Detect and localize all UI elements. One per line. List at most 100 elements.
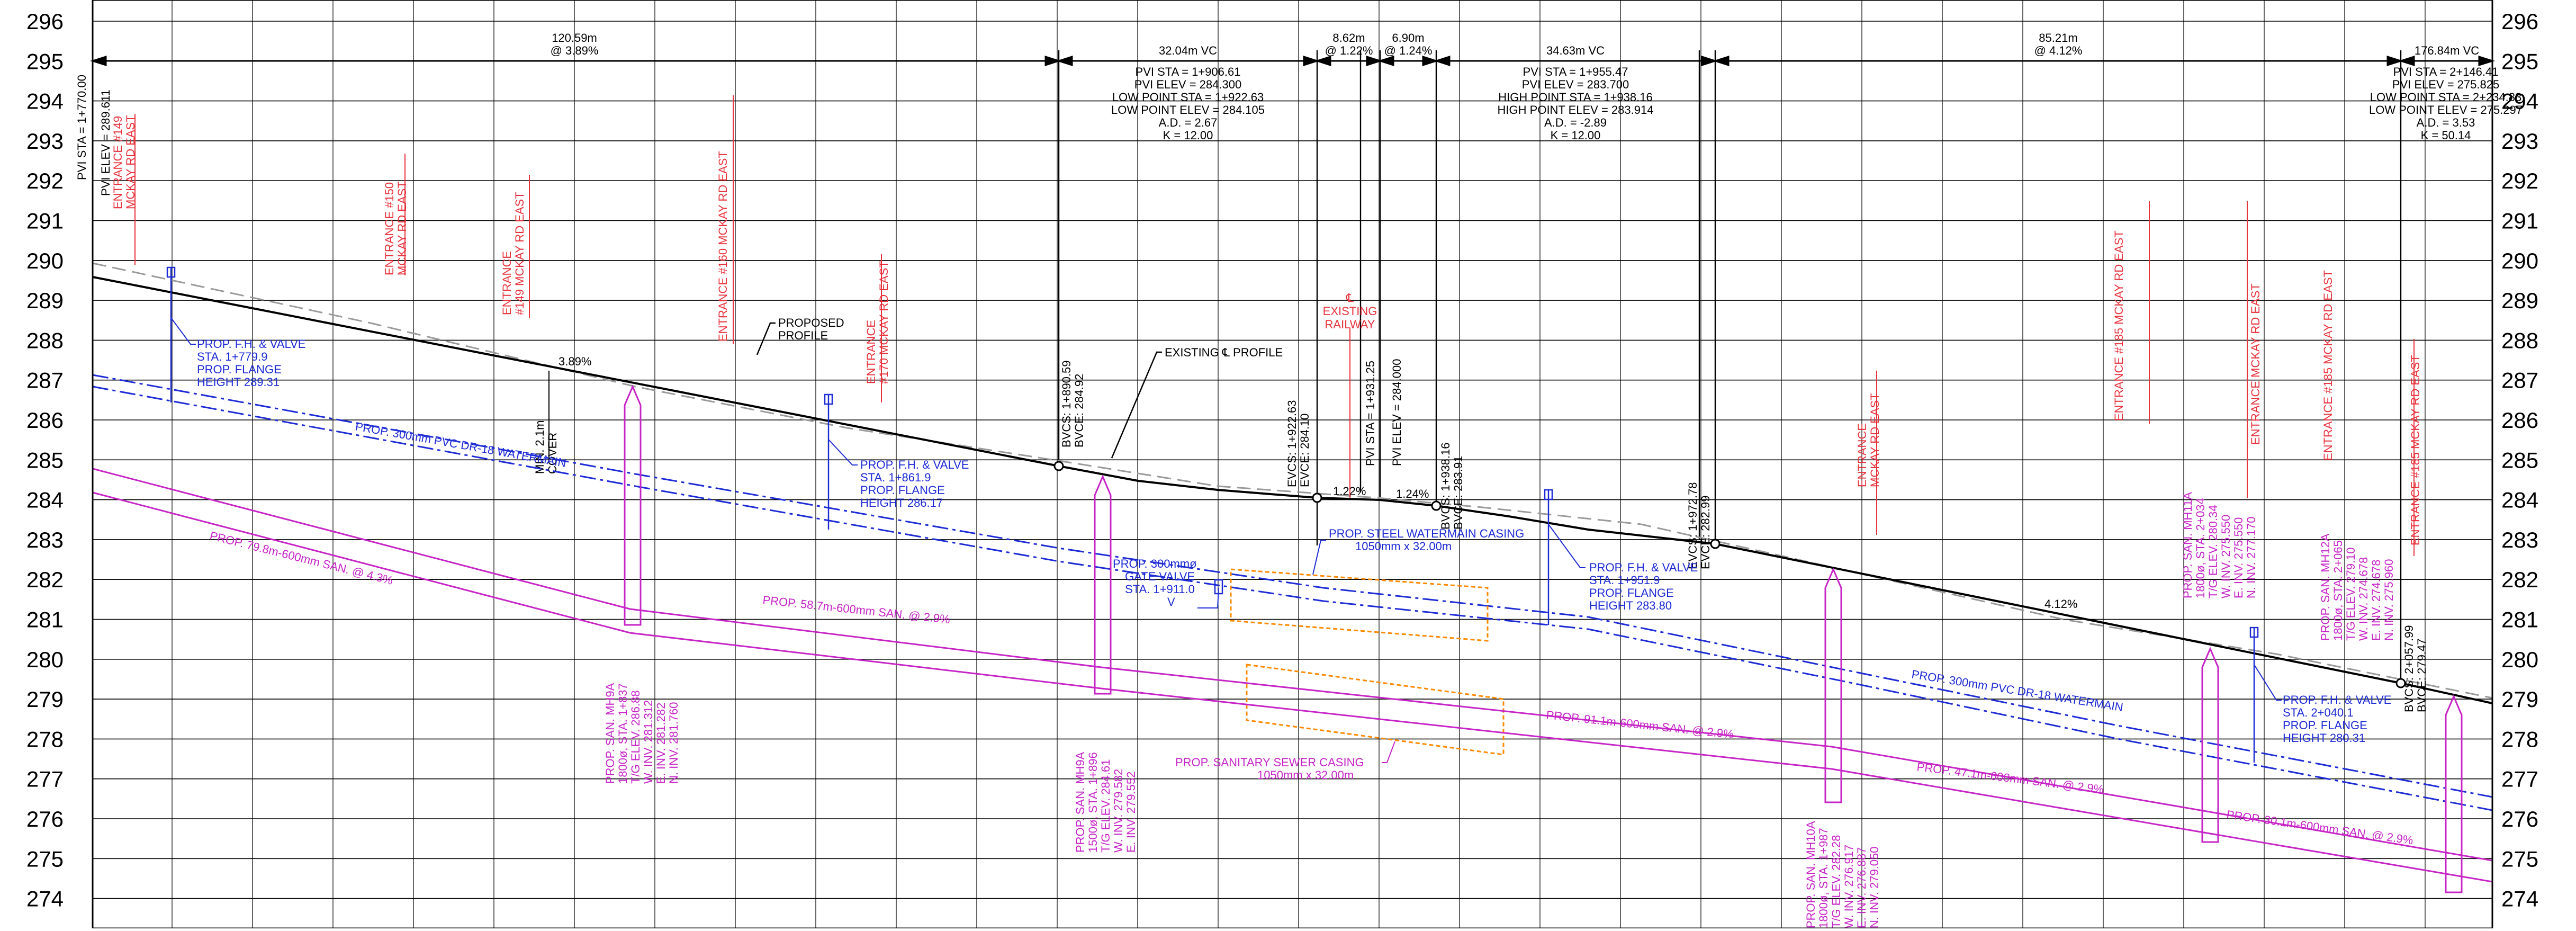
hydrant-label-line: HEIGHT 289.31 [197, 375, 280, 389]
watermain [92, 374, 2493, 811]
elevation-label: 279 [26, 687, 64, 712]
evcs-label: EVCS: 1+922.63 [1285, 400, 1299, 487]
elevation-label: 287 [26, 368, 64, 393]
elevation-labels-left: 2962952942932922912902892882872862852842… [26, 9, 64, 911]
manhole-label-line: N. INV. 277.170 [2245, 516, 2258, 598]
segment-grade: @ 3.89% [551, 44, 599, 57]
manhole-label-line: N. INV. 279.050 [1868, 846, 1881, 928]
curve-data-line: HIGH POINT ELEV = 283.914 [1498, 103, 1654, 117]
elevation-label: 281 [26, 607, 64, 632]
segment-length: 34.63m VC [1546, 44, 1605, 57]
min-cover-label: MIN. 2.1m [533, 420, 546, 474]
manhole-label-line: 1800ø, STA. 2+065 [2331, 540, 2345, 641]
railway-label-line: ℄ [1346, 291, 1354, 305]
hydrant-label-line: HEIGHT 280.31 [2283, 731, 2365, 745]
elevation-label: 277 [2501, 767, 2538, 792]
bvcs-label: BVCS: 2+057.99 [2402, 625, 2416, 712]
entrance-label: ENTRANCE #150 [383, 182, 396, 275]
elevation-label: 279 [2501, 687, 2538, 712]
entrance-label: ENTRANCE #185 MCKAY RD EAST [2321, 270, 2335, 461]
sewer-label: PROP. 91.1m-600mm SAN. @ 2.9% [1545, 708, 1734, 741]
curve-data-line: K = 50.14 [2421, 129, 2471, 142]
elevation-label: 289 [2501, 288, 2538, 313]
elevation-label: 285 [26, 447, 64, 472]
gate-valve-label: PROP. 300mmø [1113, 557, 1197, 570]
elevation-label: 290 [2501, 248, 2538, 273]
curve-data-3: PVI STA = 2+146.41 PVI ELEV = 275.825 LO… [2369, 65, 2523, 142]
curve-data-line: LOW POINT ELEV = 275.297 [2369, 103, 2523, 117]
entrance-label: MCKAY RD EAST [395, 181, 409, 275]
manhole-label-line: N. INV. 281.760 [667, 702, 680, 784]
proposed-profile-label: PROPOSED [778, 316, 844, 329]
elevation-label: 293 [26, 129, 64, 154]
sewer-labels: PROP. 79.8m-600mm SAN. @ 4.3% PROP. 58.7… [209, 529, 2414, 847]
manhole-label-line: W. INV. 274.678 [2357, 557, 2370, 641]
segment-labels: 120.59m @ 3.89% 32.04m VC 8.62m @ 1.22% … [551, 31, 2480, 57]
hydrant-label-line: PROP. FLANGE [860, 484, 945, 497]
elevation-labels-right: 2962952942932922912902892882872862852842… [2501, 9, 2538, 911]
entrance-label: ENTRANCE #149 [111, 116, 124, 209]
casings [1230, 568, 1505, 756]
elevation-label: 291 [2501, 209, 2538, 234]
pvi-mid-elev: PVI ELEV = 284.000 [1390, 359, 1403, 466]
hydrant-symbols [166, 266, 2259, 763]
elevation-label: 282 [2501, 567, 2538, 592]
elevation-label: 295 [2501, 49, 2538, 74]
manhole-label-line: N. INV. 275.960 [2382, 559, 2395, 641]
hydrant-label-line: STA. 1+779.9 [197, 350, 268, 363]
hydrant-label-line: STA. 1+861.9 [860, 471, 931, 484]
manhole-label-line: E. INV. 274.678 [2370, 560, 2383, 641]
entrance-label: #149 MCKAY RD EAST [513, 192, 526, 315]
hydrant-label-1: PROP. F.H. & VALVE STA. 1+779.9 PROP. FL… [197, 337, 305, 389]
elevation-label: 292 [2501, 168, 2538, 193]
curve-data-line: A.D. = 2.67 [1159, 116, 1218, 129]
elevation-label: 291 [26, 209, 64, 234]
curve-data-line: LOW POINT STA = 1+922.63 [1112, 91, 1264, 104]
manhole-label-line: W. INV. 276.917 [1842, 845, 1856, 928]
elevation-label: 295 [26, 49, 64, 74]
pvi-mid-sta: PVI STA = 1+931.25 [1364, 361, 1377, 466]
entrance-label: ENTRANCE [864, 320, 878, 384]
elevation-label: 276 [26, 807, 64, 831]
elevation-label: 293 [2501, 129, 2538, 154]
curve-data-line: LOW POINT STA = 2+234.83 [2370, 91, 2522, 104]
profile-annotations: PROPOSED PROFILE EXISTING ℄ PROFILE 3.89… [559, 316, 2077, 611]
manhole-label-line: E. INV. 276.887 [1855, 847, 1868, 928]
curve-data-line: PVI ELEV = 275.825 [2392, 78, 2499, 91]
entrance-labels: ENTRANCE #149 MCKAY RD EAST ENTRANCE #15… [111, 115, 2422, 545]
entrance-label: ENTRANCE [1856, 423, 1869, 487]
elevation-label: 286 [2501, 408, 2538, 433]
sewer-label: PROP. 47.1m-600mm SAN. @ 2.9% [1916, 760, 2104, 796]
gate-valve-label: V [1167, 595, 1175, 608]
watermain-casing-label: PROP. STEEL WATERMAIN CASING [1329, 527, 1524, 540]
gate-valve: PROP. 300mmø GATE VALVE STA. 1+911.0 V [1113, 557, 1223, 608]
curve-data-line: PVI ELEV = 283.700 [1522, 78, 1629, 91]
curve-data-2: PVI STA = 1+955.47 PVI ELEV = 283.700 HI… [1498, 65, 1654, 142]
curve-data-line: PVI ELEV = 284.300 [1134, 78, 1241, 91]
elevation-label: 284 [2501, 488, 2538, 513]
hydrant-leaders [170, 317, 2282, 701]
pvi-start-elev: PVI ELEV = 289.611 [99, 89, 112, 196]
bvcs-label: BVCS: 1+890.59 [1060, 360, 1073, 447]
manhole-label-line: PROP. SAN. MH9A [604, 683, 617, 784]
gate-valve-label: STA. 1+911.0 [1125, 583, 1195, 596]
hydrant-label-3: PROP. F.H. & VALVE STA. 1+951.9 PROP. FL… [1589, 561, 1698, 612]
elevation-label: 286 [26, 408, 64, 433]
elevation-label: 274 [26, 887, 64, 911]
manhole-label-line: T/G ELEV. 286.88 [629, 690, 642, 784]
entrance-label: ENTRANCE #185 MCKAY RD EAST [2112, 230, 2125, 421]
manhole-label-line: W. INV. 281.312 [642, 700, 655, 784]
hydrant-label-line: PROP. FLANGE [2283, 719, 2367, 732]
manhole-label-line: 1800ø, STA. 1+837 [616, 683, 629, 784]
sanitary-casing-label: PROP. SANITARY SEWER CASING [1175, 756, 1364, 769]
pvi-start-sta: PVI STA = 1+770.00 [75, 75, 88, 180]
elevation-label: 288 [26, 328, 64, 353]
grade-label: 3.89% [559, 355, 591, 368]
gate-valve-label: GATE VALVE [1125, 570, 1195, 583]
manhole-symbols [624, 384, 2463, 893]
profile-nodes [1053, 461, 2406, 688]
elevation-label: 276 [2501, 807, 2538, 831]
